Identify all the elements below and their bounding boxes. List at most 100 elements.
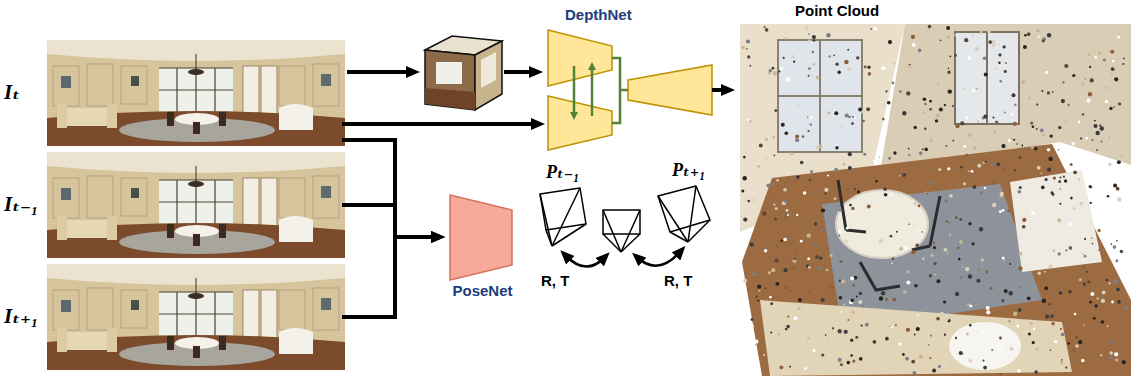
posenet-shape — [450, 195, 512, 280]
cloud-point — [1122, 360, 1126, 364]
cloud-point — [852, 360, 855, 363]
cloud-point — [949, 234, 951, 236]
cloud-point — [1032, 341, 1035, 344]
cloud-point — [854, 117, 856, 119]
cloud-point — [955, 337, 957, 339]
cloud-point — [983, 366, 987, 370]
cube-arrows-part — [504, 70, 535, 74]
cloud-point — [1037, 271, 1041, 275]
cloud-point — [917, 229, 919, 231]
cloud-point — [1002, 179, 1004, 181]
panorama-frame: Iₜ₊₁ — [4, 264, 345, 370]
cloud-point — [1042, 39, 1045, 42]
cloud-point — [847, 361, 851, 365]
cloud-point — [752, 273, 756, 277]
cloud-point — [1103, 297, 1105, 299]
cloud-point — [916, 327, 920, 331]
cloud-point — [902, 111, 906, 115]
cloud-point — [851, 310, 855, 314]
cloud-point — [1036, 29, 1040, 33]
camera-pose: Pₜ₋₁ — [530, 160, 590, 250]
cloud-point — [854, 188, 856, 190]
cloud-point — [1085, 78, 1087, 80]
cloud-point — [999, 336, 1001, 338]
cloud-point — [798, 298, 802, 302]
cloud-point — [1114, 280, 1118, 284]
cloud-point — [764, 354, 766, 356]
camera-frustums-part — [603, 234, 621, 252]
cloud-point — [928, 344, 930, 346]
cloud-point — [984, 160, 986, 162]
cloud-point — [838, 208, 841, 211]
cloud-point — [962, 353, 964, 355]
cloud-point — [1078, 340, 1082, 344]
cloud-point — [783, 238, 787, 242]
cube-arrows-part — [347, 70, 412, 74]
cloud-point — [804, 367, 807, 370]
cloud-point — [992, 40, 996, 44]
cloud-point — [928, 25, 932, 29]
cloud-point — [847, 67, 851, 71]
cloud-point — [795, 135, 799, 139]
cloud-point — [1057, 218, 1061, 222]
cloud-point — [986, 271, 989, 274]
cloud-point — [884, 193, 888, 197]
cloud-point — [938, 365, 941, 368]
cloud-point — [1069, 222, 1073, 226]
cloud-point — [867, 205, 871, 209]
cloud-point — [743, 176, 747, 180]
cloud-point — [803, 191, 806, 194]
cloud-point — [775, 207, 778, 210]
cloud-point — [870, 28, 872, 30]
camera-frustums-part — [688, 186, 696, 242]
cloud-point — [1116, 240, 1118, 242]
cloud-point — [845, 113, 849, 117]
cloud-point — [747, 200, 750, 203]
cloud-point — [914, 284, 918, 288]
cloud-point — [800, 240, 803, 243]
cloud-point — [757, 165, 760, 168]
cloud-point — [1042, 299, 1046, 303]
cloud-point — [1085, 137, 1088, 140]
cloud-point — [1013, 122, 1017, 126]
cloud-point — [810, 123, 812, 125]
cloud-point — [882, 66, 886, 70]
cloud-point — [830, 254, 833, 257]
cloud-point — [1070, 197, 1073, 200]
cloud-point — [1122, 63, 1124, 65]
cloud-point — [913, 158, 915, 160]
cloud-point — [765, 28, 769, 32]
flow-arrow — [342, 122, 537, 126]
cloud-point — [755, 297, 757, 299]
cloud-point — [1002, 139, 1004, 141]
cloud-point — [819, 256, 822, 259]
cloud-point — [881, 291, 885, 295]
cloud-point — [1106, 279, 1109, 282]
cloud-point — [772, 136, 775, 139]
cloud-point — [1016, 325, 1019, 328]
cloud-point — [873, 340, 877, 344]
cloud-point — [946, 221, 948, 223]
cloud-point — [955, 124, 959, 128]
cloud-point — [1013, 139, 1015, 141]
cloud-point — [766, 183, 770, 187]
cloud-point — [964, 38, 968, 42]
camera-frustums — [540, 186, 710, 252]
cloud-point — [930, 335, 932, 337]
cloud-point — [1047, 148, 1050, 151]
cloud-point — [1061, 333, 1065, 337]
cloud-point — [1031, 145, 1034, 148]
cloud-point — [1069, 246, 1073, 250]
cloud-point — [940, 40, 942, 42]
cloud-point — [893, 62, 896, 65]
cloud-point — [857, 57, 860, 60]
cloud-point — [836, 63, 839, 66]
cloud-point — [1064, 179, 1067, 182]
cloud-point — [1117, 160, 1121, 164]
cloud-point — [983, 56, 987, 60]
cloud-point — [928, 70, 931, 73]
cloud-point — [833, 54, 835, 56]
cloud-point — [746, 48, 748, 50]
cloud-point — [1101, 320, 1105, 324]
cloud-point — [969, 324, 971, 326]
